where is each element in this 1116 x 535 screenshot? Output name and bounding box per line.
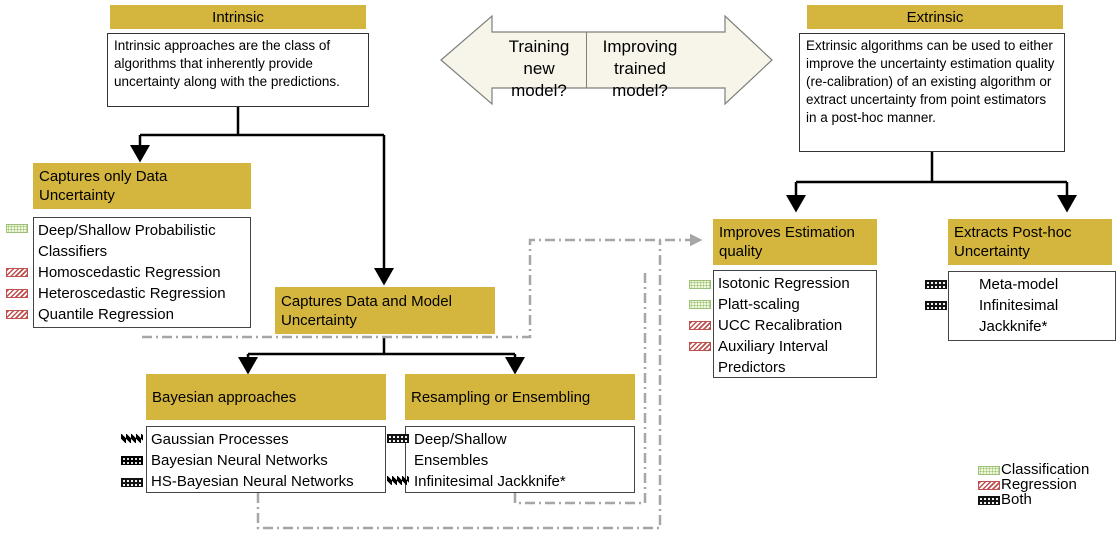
both-marker-icon xyxy=(387,476,409,485)
list-item: Deep/Shallow Probabilistic Classifiers xyxy=(38,222,216,260)
direction-arrow xyxy=(440,14,773,106)
both-marker-icon xyxy=(387,434,409,443)
list-item: Meta-model xyxy=(979,276,1059,293)
data-uncertainty-header: Captures only Data Uncertainty xyxy=(33,163,251,209)
dashed-links xyxy=(142,233,703,530)
extracts-list: Meta-model Infinitesimal Jackknife* xyxy=(948,271,1116,341)
both-legend-icon xyxy=(978,496,1000,505)
list-item: Infinitesimal Jackknife* xyxy=(979,297,1059,335)
list-item: Deep/Shallow Ensembles xyxy=(414,431,507,469)
bayesian-header: Bayesian approaches xyxy=(146,374,386,420)
question-training: Training new model? xyxy=(508,37,570,100)
data-model-uncertainty-title: Captures Data and Model Uncertainty xyxy=(281,292,452,329)
extracts-header: Extracts Post-hoc Uncertainty xyxy=(948,219,1112,265)
regression-marker-icon xyxy=(6,310,28,319)
data-uncertainty-list: Deep/Shallow Probabilistic Classifiers H… xyxy=(33,217,251,328)
both-marker-icon xyxy=(925,301,947,310)
both-marker-icon xyxy=(121,434,143,443)
regression-marker-icon xyxy=(6,289,28,298)
legend-both-label: Both xyxy=(1001,491,1032,508)
classification-marker-icon xyxy=(6,224,28,233)
improves-title: Improves Estimation quality xyxy=(719,224,855,260)
intrinsic-tree-lines xyxy=(130,107,525,375)
list-item: UCC Recalibration xyxy=(718,317,843,334)
extrinsic-description: Extrinsic algorithms can be used to eith… xyxy=(806,38,1055,125)
both-marker-icon xyxy=(121,456,143,465)
intrinsic-title: Intrinsic xyxy=(212,8,264,26)
list-item: Infinitesimal Jackknife* xyxy=(414,473,566,490)
list-item: Bayesian Neural Networks xyxy=(151,452,328,469)
intrinsic-description-box: Intrinsic approaches are the class of al… xyxy=(107,33,369,107)
legend-regression-label: Regression xyxy=(1001,476,1077,493)
improves-list: Isotonic Regression Platt-scaling UCC Re… xyxy=(713,270,877,378)
classification-legend-icon xyxy=(978,466,1000,475)
list-item: Homoscedastic Regression xyxy=(38,264,221,281)
intrinsic-header: Intrinsic xyxy=(110,5,366,29)
list-item: HS-Bayesian Neural Networks xyxy=(151,473,354,490)
resampling-title: Resampling or Ensembling xyxy=(411,388,591,406)
improves-header: Improves Estimation quality xyxy=(713,219,877,265)
intrinsic-description: Intrinsic approaches are the class of al… xyxy=(114,38,340,89)
extrinsic-header: Extrinsic xyxy=(807,5,1063,29)
resampling-header: Resampling or Ensembling xyxy=(405,374,635,420)
bayesian-list: Gaussian Processes Bayesian Neural Netwo… xyxy=(146,426,386,493)
extracts-title: Extracts Post-hoc Uncertainty xyxy=(954,224,1072,260)
regression-marker-icon xyxy=(689,342,711,351)
extrinsic-tree-lines xyxy=(786,152,1077,213)
extrinsic-title: Extrinsic xyxy=(906,8,964,26)
bayesian-title: Bayesian approaches xyxy=(152,388,297,406)
question-divider xyxy=(586,32,587,88)
list-item: Auxiliary Interval Predictors xyxy=(718,338,829,376)
data-model-uncertainty-header: Captures Data and Model Uncertainty xyxy=(275,287,495,334)
list-item: Quantile Regression xyxy=(38,306,174,323)
classification-marker-icon xyxy=(689,280,711,289)
data-uncertainty-title: Captures only Data Uncertainty xyxy=(39,168,168,204)
list-item: Isotonic Regression xyxy=(718,275,850,292)
regression-marker-icon xyxy=(6,268,28,277)
regression-legend-icon xyxy=(978,481,1000,490)
classification-marker-icon xyxy=(689,300,711,309)
resampling-list: Deep/Shallow Ensembles Infinitesimal Jac… xyxy=(405,426,635,493)
list-item: Heteroscedastic Regression xyxy=(38,285,226,302)
both-marker-icon xyxy=(121,478,143,487)
legend: Classification Regression Both xyxy=(978,462,1108,510)
legend-classification-label: Classification xyxy=(1001,461,1090,478)
list-item: Gaussian Processes xyxy=(151,431,289,448)
both-marker-icon xyxy=(925,280,947,289)
question-improving: Improving trained model? xyxy=(602,37,678,100)
extrinsic-description-box: Extrinsic algorithms can be used to eith… xyxy=(799,33,1065,152)
regression-marker-icon xyxy=(689,321,711,330)
list-item: Platt-scaling xyxy=(718,296,800,313)
